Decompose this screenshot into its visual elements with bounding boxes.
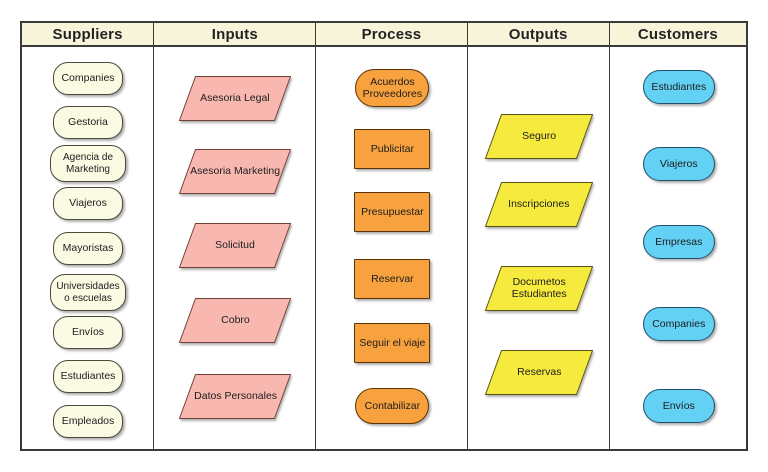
shape-label: Acuerdos Proveedores (362, 75, 423, 100)
input-node[interactable]: Solicitud (179, 223, 292, 268)
shape-label: Gestoria (68, 116, 108, 129)
input-node[interactable]: Cobro (179, 298, 292, 343)
supplier-node[interactable]: Gestoria (53, 106, 123, 139)
column-header-outputs: Outputs (466, 23, 609, 45)
supplier-node[interactable]: Empleados (53, 405, 123, 438)
shape-label: Asesoria Legal (200, 92, 270, 105)
header-row: Suppliers Inputs Process Outputs Custome… (22, 23, 746, 47)
process-node[interactable]: Presupuestar (354, 192, 431, 232)
column-suppliers: Companies Gestoria Agencia de Marketing … (22, 47, 153, 449)
shape-label: Documetos Estudiantes (511, 276, 566, 301)
customer-node[interactable]: Estudiantes (642, 70, 715, 104)
process-node[interactable]: Reservar (354, 259, 431, 299)
supplier-node[interactable]: Estudiantes (53, 360, 123, 393)
input-node[interactable]: Datos Personales (179, 374, 292, 419)
shape-label: Agencia de Marketing (62, 152, 114, 175)
column-customers: Estudiantes Viajeros Empresas Companies … (608, 47, 746, 449)
customer-node[interactable]: Envíos (642, 389, 715, 423)
supplier-node[interactable]: Envíos (53, 316, 123, 349)
shape-label: Seguro (521, 130, 556, 143)
shape-label: Estudiantes (60, 370, 116, 383)
supplier-node[interactable]: Companies (53, 62, 123, 95)
shape-label: Inscripciones (507, 198, 570, 211)
sipoc-table: Suppliers Inputs Process Outputs Custome… (20, 21, 748, 451)
shape-label: Companies (61, 72, 115, 85)
shape-label: Datos Personales (193, 390, 277, 403)
shape-label: Cobro (220, 314, 250, 327)
output-node[interactable]: Reservas (484, 350, 593, 395)
output-node[interactable]: Documetos Estudiantes (484, 266, 593, 311)
shape-label: Reservar (371, 272, 414, 285)
process-node[interactable]: Seguir el viaje (354, 323, 431, 363)
process-node[interactable]: Contabilizar (355, 388, 430, 424)
shape-label: Seguir el viaje (359, 336, 426, 349)
shape-label: Presupuestar (361, 205, 424, 218)
column-outputs: Seguro Inscripciones Documetos Estudiant… (466, 47, 609, 449)
customer-node[interactable]: Companies (642, 307, 715, 341)
shape-label: Envíos (662, 399, 695, 412)
shape-label: Reservas (516, 366, 561, 379)
shape-label: Empresas (655, 235, 703, 248)
shape-label: Asesoria Marketing (190, 165, 281, 178)
shape-label: Empleados (61, 415, 115, 428)
shape-label: Solicitud (215, 239, 256, 252)
process-node[interactable]: Acuerdos Proveedores (355, 69, 430, 107)
column-header-inputs: Inputs (153, 23, 315, 45)
column-inputs: Asesoria Legal Asesoria Marketing Solici… (153, 47, 315, 449)
shape-label: Publicitar (370, 142, 414, 155)
shape-label: Estudiantes (651, 80, 707, 93)
shape-label: Contabilizar (364, 399, 421, 412)
shape-label: Viajeros (69, 197, 107, 210)
customer-node[interactable]: Empresas (642, 225, 715, 259)
supplier-node[interactable]: Mayoristas (53, 232, 123, 265)
input-node[interactable]: Asesoria Marketing (179, 149, 292, 194)
shape-label: Mayoristas (62, 242, 114, 255)
output-node[interactable]: Inscripciones (484, 182, 593, 227)
column-header-suppliers: Suppliers (52, 25, 123, 43)
column-header-process: Process (315, 23, 466, 45)
output-node[interactable]: Seguro (484, 114, 593, 159)
column-process: Acuerdos Proveedores Publicitar Presupue… (315, 47, 466, 449)
column-header-customers: Customers (608, 23, 746, 45)
shape-label: Universidades o escuelas (56, 281, 120, 304)
customer-node[interactable]: Viajeros (642, 147, 715, 181)
supplier-node[interactable]: Agencia de Marketing (50, 145, 126, 182)
supplier-node[interactable]: Viajeros (53, 187, 123, 220)
process-node[interactable]: Publicitar (354, 129, 431, 169)
supplier-node[interactable]: Universidades o escuelas (50, 274, 126, 311)
input-node[interactable]: Asesoria Legal (179, 76, 292, 121)
shape-label: Viajeros (659, 157, 698, 170)
shape-label: Envíos (71, 326, 105, 339)
body-row: Companies Gestoria Agencia de Marketing … (22, 47, 746, 449)
shape-label: Companies (652, 317, 706, 330)
